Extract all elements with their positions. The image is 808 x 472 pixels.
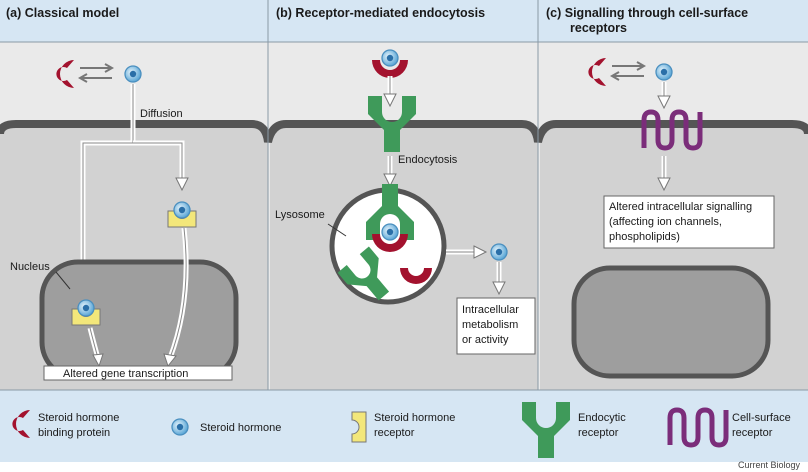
hormone-icon	[490, 243, 508, 261]
nucleus	[571, 265, 771, 379]
legend-bp-2: binding protein	[38, 427, 110, 439]
legend-bp-1: Steroid hormone	[38, 412, 119, 424]
hormone-icon	[124, 65, 142, 83]
hormone-icon	[655, 63, 673, 81]
signalling-label-1: Altered intracellular signalling	[609, 201, 752, 213]
legend-surface-2: receptor	[732, 427, 773, 439]
panel-c-title-line1: (c) Signalling through cell-surface	[546, 6, 748, 20]
legend-receptor-1: Steroid hormone	[374, 412, 455, 424]
legend-surface-1: Cell-surface	[732, 412, 791, 424]
panel-c-title-line2: receptors	[570, 21, 627, 35]
credit: Current Biology	[738, 460, 801, 470]
signalling-label-2: (affecting ion channels,	[609, 216, 722, 228]
panel-b-title: (b) Receptor-mediated endocytosis	[276, 6, 485, 20]
gene-transcription-label: Altered gene transcription	[63, 368, 188, 380]
hormone-icon	[381, 49, 399, 67]
legend-endo-2: receptor	[578, 427, 619, 439]
legend-band	[0, 390, 808, 462]
legend-receptor-icon	[351, 411, 367, 443]
metab-label-2: metabolism	[462, 319, 518, 331]
panel-a: Diffusion Nucleus Altered gene transcrip…	[10, 60, 239, 381]
legend: Steroid hormone binding protein Steroid …	[12, 402, 791, 458]
metab-label-3: or activity	[462, 334, 509, 346]
nucleus-label: Nucleus	[10, 261, 50, 273]
signalling-label-3: phospholipids)	[609, 231, 680, 243]
hormone-icon	[77, 299, 95, 317]
legend-receptor-2: receptor	[374, 427, 415, 439]
diffusion-label: Diffusion	[140, 108, 183, 120]
lysosome-label: Lysosome	[275, 209, 325, 221]
cell-surface-receptor-icon	[641, 109, 703, 151]
metab-label-1: Intracellular	[462, 304, 519, 316]
panel-c: Altered intracellular signalling (affect…	[571, 58, 775, 379]
legend-surface-receptor-icon	[667, 407, 729, 448]
legend-hormone-icon	[171, 418, 189, 436]
legend-endo-1: Endocytic	[578, 412, 626, 424]
header-band	[0, 0, 808, 42]
panel-b: Endocytosis Lysosome Intracellular metab…	[275, 49, 536, 355]
endocytosis-label: Endocytosis	[398, 154, 458, 166]
nucleus	[39, 259, 239, 381]
panel-a-title: (a) Classical model	[6, 6, 119, 20]
hormone-icon	[381, 223, 399, 241]
hormone-icon	[173, 201, 191, 219]
binding-protein-icon	[372, 60, 408, 78]
legend-hormone: Steroid hormone	[200, 422, 281, 434]
